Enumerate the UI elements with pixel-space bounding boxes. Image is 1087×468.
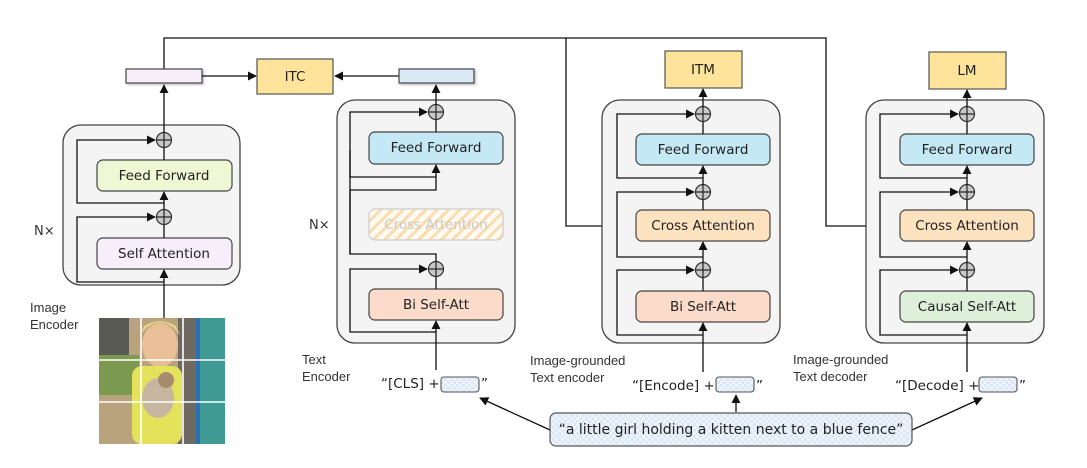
image-grounded-text-decoder: LM Feed Forward Cross Attention Causal S… xyxy=(793,51,1045,394)
text-encoder: Feed Forward Cross Attention Bi Self-Att… xyxy=(302,68,516,393)
lm-label: LM xyxy=(957,63,976,79)
image-encoder-label-line2: Encoder xyxy=(30,317,79,332)
grounded-decoder-label-line1: Image-grounded xyxy=(793,352,888,367)
text-token-placeholder xyxy=(440,376,480,393)
caption-input: “a little girl holding a kitten next to … xyxy=(479,394,983,447)
itc-loss: ITC xyxy=(256,58,399,95)
image-encoder-repeat-label: N× xyxy=(34,224,55,239)
text-encoder-token-prefix: “[CLS] + xyxy=(381,376,440,392)
text-feed-forward-label: Feed Forward xyxy=(391,140,482,156)
add-icon xyxy=(694,261,712,279)
grounded-encoder-token-suffix: ” xyxy=(756,378,763,394)
caption-text: “a little girl holding a kitten next to … xyxy=(559,422,904,438)
add-icon xyxy=(155,208,173,226)
add-icon xyxy=(694,105,712,123)
itm-box xyxy=(664,50,743,89)
grounded-decoder-cross-attention-label: Cross Attention xyxy=(915,218,1019,234)
image-embedding-bar xyxy=(125,68,203,84)
itc-label: ITC xyxy=(285,69,306,85)
decode-token-placeholder xyxy=(978,376,1018,393)
add-icon xyxy=(958,183,976,201)
add-icon xyxy=(155,131,173,149)
image-encoder: Feed Forward Self Attention N× Image Enc… xyxy=(30,68,257,332)
image-self-attention-label: Self Attention xyxy=(118,246,210,262)
add-icon xyxy=(694,183,712,201)
text-encoder-label-line1: Text xyxy=(302,352,326,367)
add-icon xyxy=(427,103,445,121)
grounded-encoder-feed-forward-label: Feed Forward xyxy=(658,142,749,158)
grounded-encoder-label-line2: Text encoder xyxy=(530,370,605,385)
encode-token-placeholder xyxy=(715,376,755,393)
grounded-encoder-label-line1: Image-grounded xyxy=(530,353,625,368)
add-icon xyxy=(958,105,976,123)
text-encoder-label-line2: Encoder xyxy=(302,369,351,384)
input-image xyxy=(99,318,225,444)
text-encoder-repeat-label: N× xyxy=(309,218,330,233)
grounded-decoder-token-suffix: ” xyxy=(1019,378,1026,394)
grounded-decoder-feed-forward-label: Feed Forward xyxy=(922,142,1013,158)
grounded-decoder-causal-self-att-label: Causal Self-Att xyxy=(918,299,1016,315)
grounded-encoder-bi-self-att-label: Bi Self-Att xyxy=(670,299,736,315)
lm-box xyxy=(928,51,1007,90)
image-encoder-label-line1: Image xyxy=(30,300,66,315)
itc-box xyxy=(256,58,334,95)
cross-attention-disabled-label: Cross Attention xyxy=(384,217,488,233)
cross-attention-disabled-box xyxy=(368,208,504,241)
add-icon xyxy=(427,260,445,278)
itm-label: ITM xyxy=(691,62,715,78)
grounded-decoder-label-line2: Text decoder xyxy=(793,369,868,384)
image-grounded-text-encoder: ITM Feed Forward Cross Attention Bi Self… xyxy=(530,50,781,394)
grounded-encoder-cross-attention-label: Cross Attention xyxy=(651,218,755,234)
add-icon xyxy=(958,261,976,279)
caption-box xyxy=(549,412,913,447)
grounded-encoder-token-prefix: “[Encode] + xyxy=(632,378,715,394)
text-bi-self-att-label: Bi Self-Att xyxy=(403,297,469,313)
text-embedding-bar xyxy=(398,68,475,84)
grounded-decoder-token-prefix: “[Decode] + xyxy=(895,378,979,394)
image-feed-forward-label: Feed Forward xyxy=(119,168,210,184)
text-encoder-token-suffix: ” xyxy=(481,376,488,392)
